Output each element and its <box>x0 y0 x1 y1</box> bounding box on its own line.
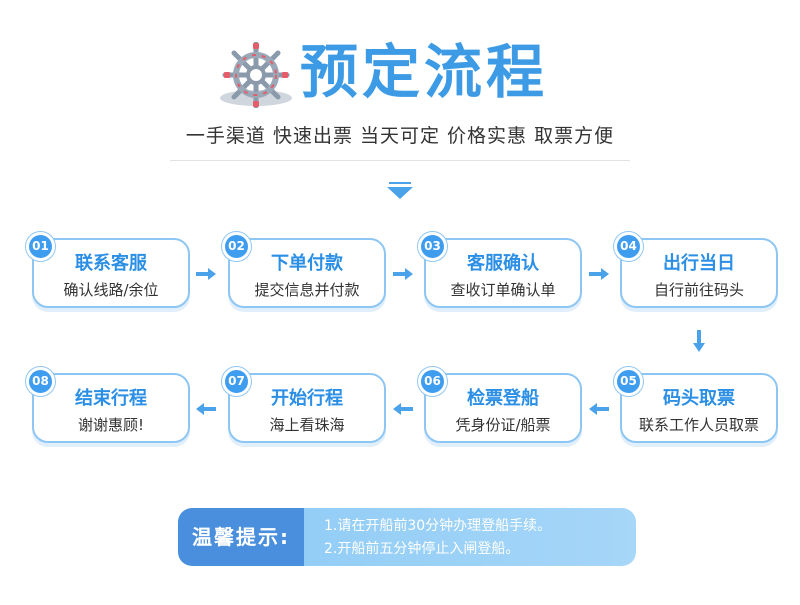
tips-banner: 温馨提示: 1.请在开船前30分钟办理登船手续。 2.开船前五分钟停止入闸登船。 <box>178 508 636 566</box>
tips-label-colon: : <box>280 525 290 549</box>
step-title: 码头取票 <box>663 388 735 409</box>
step-card-05: 05 码头取票 联系工作人员取票 <box>614 367 778 443</box>
slogan: 一手渠道 快速出票 当天可定 价格实惠 取票方便 <box>185 125 615 147</box>
step-card-06: 06 检票登船 凭身份证/船票 <box>418 367 582 443</box>
step-title: 检票登船 <box>467 388 539 409</box>
arrow-left-icon <box>589 403 609 415</box>
step-description: 谢谢惠顾! <box>77 416 144 434</box>
step-number-badge: 06 <box>418 367 447 396</box>
arrow-right-icon <box>589 268 609 280</box>
step-description: 提交信息并付款 <box>254 281 360 299</box>
step-title: 下单付款 <box>271 253 343 274</box>
step-description: 查收订单确认单 <box>450 281 556 299</box>
step-card-02: 02 下单付款 提交信息并付款 <box>222 232 386 308</box>
step-card-07: 07 开始行程 海上看珠海 <box>222 367 386 443</box>
step-number-badge: 07 <box>222 367 251 396</box>
ship-wheel-icon <box>220 42 292 108</box>
step-description: 海上看珠海 <box>269 416 345 434</box>
step-title: 客服确认 <box>467 253 539 274</box>
arrow-down-icon <box>693 330 705 352</box>
step-card-08: 08 结束行程 谢谢惠顾! <box>26 367 190 443</box>
arrow-right-icon <box>196 268 216 280</box>
step-description: 联系工作人员取票 <box>638 416 759 434</box>
step-card-04: 04 出行当日 自行前往码头 <box>614 232 778 308</box>
tips-label-text: 温馨提示 <box>192 525 280 549</box>
step-card-01: 01 联系客服 确认线路/余位 <box>26 232 190 308</box>
step-title: 开始行程 <box>271 388 343 409</box>
step-description: 确认线路/余位 <box>63 281 159 299</box>
step-title: 联系客服 <box>75 253 147 274</box>
tip-line-1: 1.请在开船前30分钟办理登船手续。 <box>324 518 552 534</box>
arrow-left-icon <box>393 403 413 415</box>
step-description: 自行前往码头 <box>653 281 744 299</box>
arrow-left-icon <box>196 403 216 415</box>
arrow-right-icon <box>393 268 413 280</box>
step-number-badge: 08 <box>26 367 55 396</box>
step-title: 出行当日 <box>663 253 735 274</box>
divider <box>170 160 630 161</box>
step-number-badge: 05 <box>614 367 643 396</box>
step-number-badge: 04 <box>614 232 643 261</box>
step-card-03: 03 客服确认 查收订单确认单 <box>418 232 582 308</box>
header: 预定流程 一手渠道 快速出票 当天可定 价格实惠 取票方便 <box>0 0 800 199</box>
step-title: 结束行程 <box>75 388 147 409</box>
step-number-badge: 02 <box>222 232 251 261</box>
page-title: 预定流程 <box>300 38 549 106</box>
tip-line-2: 2.开船前五分钟停止入闸登船。 <box>324 541 520 557</box>
step-number-badge: 01 <box>26 232 55 261</box>
tips-label: 温馨提示: <box>178 508 304 566</box>
triangle-down-icon <box>387 182 413 199</box>
step-number-badge: 03 <box>418 232 447 261</box>
step-description: 凭身份证/船票 <box>455 416 551 434</box>
